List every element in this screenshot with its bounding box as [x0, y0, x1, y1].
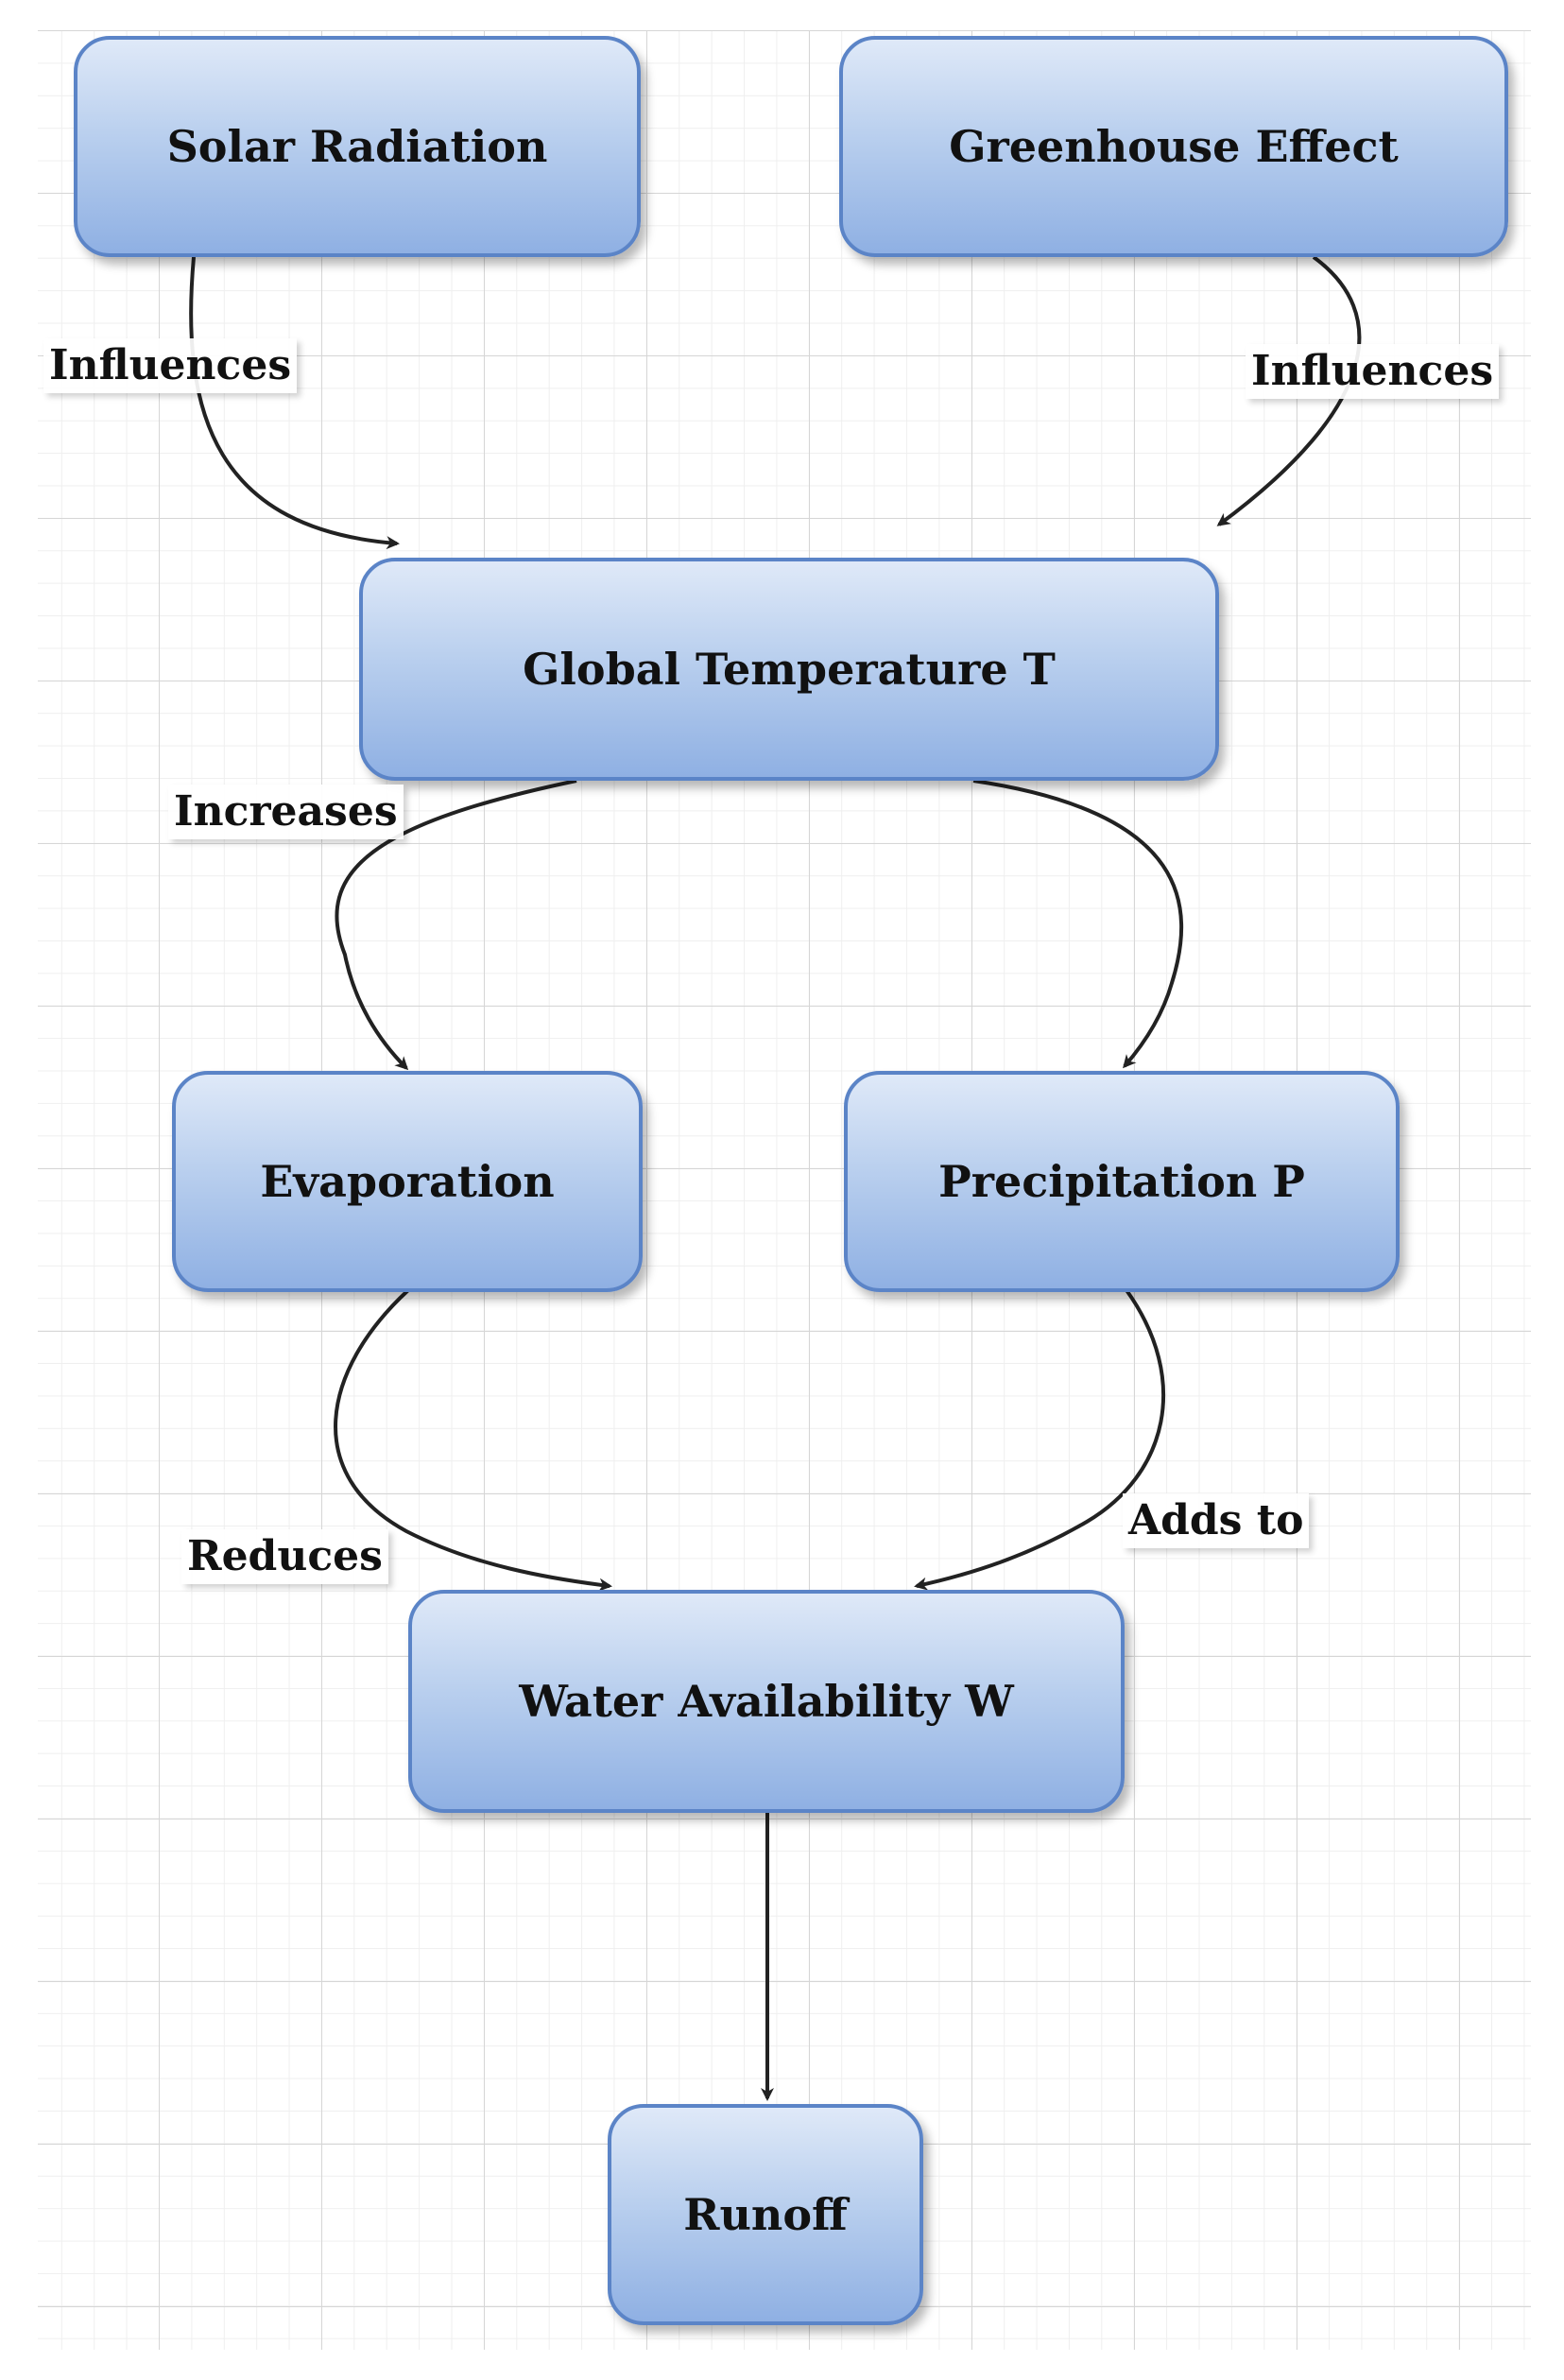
node-greenhouse-effect[interactable]: Greenhouse Effect — [839, 36, 1508, 257]
node-evaporation-label: Evaporation — [260, 1156, 555, 1207]
node-runoff[interactable]: Runoff — [608, 2104, 923, 2325]
edge-precip-to-water — [914, 1288, 1166, 1591]
edge-solar-to-temp — [189, 256, 400, 550]
edge-label-solar-to-temp: Influences — [43, 338, 298, 393]
node-solar-radiation[interactable]: Solar Radiation — [74, 36, 641, 257]
node-water-availability-label: Water Availability W — [519, 1676, 1014, 1727]
node-runoff-label: Runoff — [683, 2189, 848, 2240]
node-precipitation[interactable]: Precipitation P — [844, 1071, 1400, 1292]
edge-label-temp-to-evap: Increases — [168, 785, 404, 839]
node-greenhouse-effect-label: Greenhouse Effect — [949, 121, 1399, 172]
edge-label-precip-to-water: Adds to — [1123, 1493, 1310, 1548]
node-precipitation-label: Precipitation P — [938, 1156, 1305, 1207]
edge-temp-to-evap — [335, 779, 577, 1071]
node-global-temperature[interactable]: Global Temperature T — [359, 558, 1219, 781]
edge-evap-to-water — [334, 1288, 612, 1592]
edge-temp-to-precip — [972, 779, 1184, 1069]
edge-label-evap-to-water: Reduces — [181, 1529, 388, 1584]
node-water-availability[interactable]: Water Availability W — [408, 1590, 1125, 1813]
edge-label-greenhouse-to-temp: Influences — [1246, 344, 1500, 399]
node-global-temperature-label: Global Temperature T — [523, 644, 1056, 695]
node-evaporation[interactable]: Evaporation — [172, 1071, 643, 1292]
node-solar-radiation-label: Solar Radiation — [166, 121, 548, 172]
